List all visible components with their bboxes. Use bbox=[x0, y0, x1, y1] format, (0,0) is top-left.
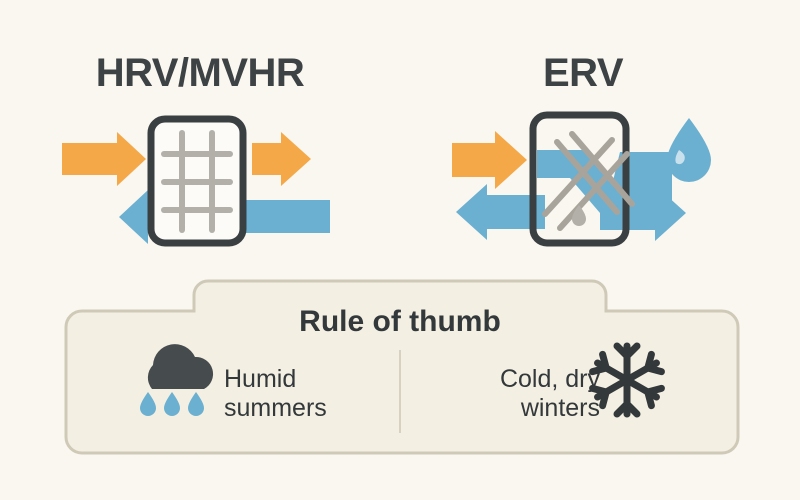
card-item-cold-dry-winters-line1: Cold, dry bbox=[500, 365, 601, 393]
erv-core-body bbox=[529, 111, 630, 247]
card-title: Rule of thumb bbox=[299, 305, 501, 338]
card-body bbox=[64, 279, 740, 455]
erv-exhaust-arrow-left bbox=[456, 184, 545, 240]
snowflake-icon bbox=[589, 342, 665, 418]
card-item-cold-dry-winters-line2: winters bbox=[520, 394, 600, 422]
erv-core bbox=[529, 111, 635, 247]
hrv-core bbox=[147, 115, 247, 247]
rule-of-thumb-card: Rule of thumb Humid summers Cold, dry wi… bbox=[64, 279, 740, 455]
card-item-cold-dry-winters: Cold, dry winters bbox=[500, 342, 665, 422]
rain-cloud-icon bbox=[140, 344, 214, 416]
erv-supply-arrow-left bbox=[452, 131, 527, 189]
unit-erv: ERV bbox=[452, 51, 711, 247]
card-item-humid-summers-line1: Humid bbox=[224, 365, 296, 393]
unit-title-erv: ERV bbox=[543, 51, 624, 95]
erv-moisture-droplet-icon bbox=[667, 118, 711, 182]
hrv-core-grid-icon bbox=[161, 130, 233, 233]
erv-core-lattice-icon bbox=[542, 131, 635, 231]
hrv-supply-arrow-right bbox=[252, 132, 311, 186]
erv-core-moisture-droplet-icon bbox=[572, 205, 586, 226]
card-item-humid-summers: Humid summers bbox=[140, 344, 327, 422]
card-item-humid-summers-line2: summers bbox=[224, 394, 327, 422]
unit-hrv: HRV/MVHR bbox=[62, 51, 330, 247]
hrv-supply-arrow-left bbox=[62, 132, 146, 186]
unit-title-hrv: HRV/MVHR bbox=[96, 51, 305, 95]
